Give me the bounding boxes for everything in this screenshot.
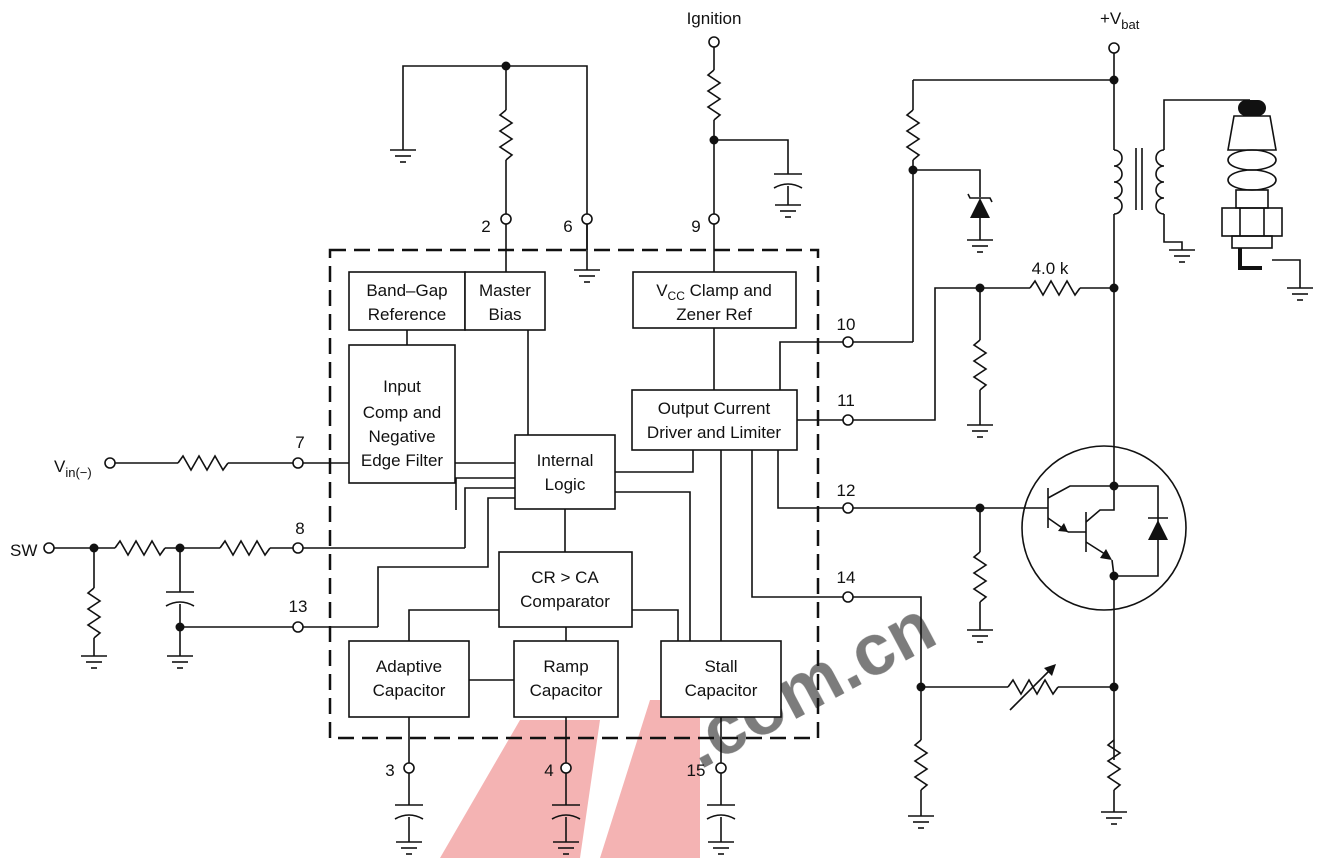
input-comp-block: Input Comp and Negative Edge Filter (348, 344, 456, 484)
resistor-4k-label: 4.0 k (1032, 259, 1069, 278)
pin-3-number: 3 (385, 761, 394, 780)
adaptive-line1: Adaptive (376, 657, 442, 676)
internal-wiring (303, 328, 847, 681)
ramp-line2: Capacitor (530, 681, 603, 700)
timing-capacitors (394, 717, 736, 855)
input-comp-line1: Input (383, 377, 421, 396)
comparator-line1: CR > CA (531, 568, 599, 587)
sw-label: SW (10, 541, 37, 560)
master-bias-line2: Bias (488, 305, 521, 324)
pin-8-number: 8 (295, 519, 304, 538)
internal-logic-block: Internal Logic (514, 434, 616, 510)
pin-11-number: 11 (837, 391, 855, 410)
pin-7-number: 7 (295, 433, 304, 452)
pin-8: 8 (292, 519, 305, 554)
pin-7: 7 (292, 433, 305, 469)
stall-line2: Capacitor (685, 681, 758, 700)
input-comp-line2: Comp and (363, 403, 441, 422)
output-driver-line2: Driver and Limiter (647, 423, 781, 442)
pin14-network (853, 596, 1127, 829)
pin-13-number: 13 (289, 597, 308, 616)
pin-6-number: 6 (563, 217, 572, 236)
bandgap-line1: Band–Gap (366, 281, 447, 300)
output-driver-block: Output Current Driver and Limiter (631, 389, 798, 451)
vbat-label: +Vbat (1100, 9, 1140, 32)
spark-plug-icon (1221, 100, 1313, 301)
vin-label: Vin(−) (54, 457, 92, 480)
adaptive-line2: Capacitor (373, 681, 446, 700)
darlington-transistor-icon (1021, 445, 1187, 760)
pin-4-number: 4 (544, 761, 553, 780)
internal-logic-line2: Logic (545, 475, 586, 494)
vcc-clamp-block: VCC Clamp and Zener Ref (632, 271, 797, 329)
pin-14-number: 14 (837, 568, 856, 587)
vin-input-network (104, 454, 293, 472)
vcc-clamp-line2: Zener Ref (676, 305, 752, 324)
ignition-label: Ignition (687, 9, 742, 28)
bandgap-block: Band–Gap Reference (348, 271, 466, 331)
input-comp-line3: Negative (368, 427, 435, 446)
internal-logic-line1: Internal (537, 451, 594, 470)
ignition-network (706, 36, 803, 272)
comparator-block: CR > CA Comparator (498, 551, 633, 628)
pin12-network (853, 503, 1024, 643)
comparator-line2: Comparator (520, 592, 610, 611)
ramp-capacitor-block: Ramp Capacitor (513, 640, 619, 718)
pin-9-number: 9 (691, 217, 700, 236)
pin-9: 9 (691, 213, 720, 236)
bias-network (390, 61, 600, 283)
ramp-line1: Ramp (543, 657, 588, 676)
pin-6: 6 (563, 213, 593, 236)
bandgap-line2: Reference (368, 305, 446, 324)
pin-10-number: 10 (837, 315, 856, 334)
pin11-network: 4.0 k (853, 259, 1119, 438)
input-comp-line4: Edge Filter (361, 451, 444, 470)
pin-12-number: 12 (837, 481, 856, 500)
pin-2: 2 (481, 213, 512, 236)
stall-line1: Stall (704, 657, 737, 676)
adaptive-capacitor-block: Adaptive Capacitor (348, 640, 470, 718)
pin-15: 15 (687, 761, 727, 780)
pin-2-number: 2 (481, 217, 490, 236)
stall-capacitor-block: Stall Capacitor (660, 640, 782, 718)
pin10-network (853, 80, 993, 343)
ic-boundary (328, 248, 820, 740)
vcc-clamp-line1: VCC Clamp and (656, 281, 772, 303)
master-bias-line1: Master (479, 281, 531, 300)
master-bias-block: Master Bias (464, 271, 546, 331)
pin-15-number: 15 (687, 761, 706, 780)
sw-input-network (43, 539, 293, 669)
vbat-rail (913, 42, 1250, 486)
output-driver-line1: Output Current (658, 399, 771, 418)
